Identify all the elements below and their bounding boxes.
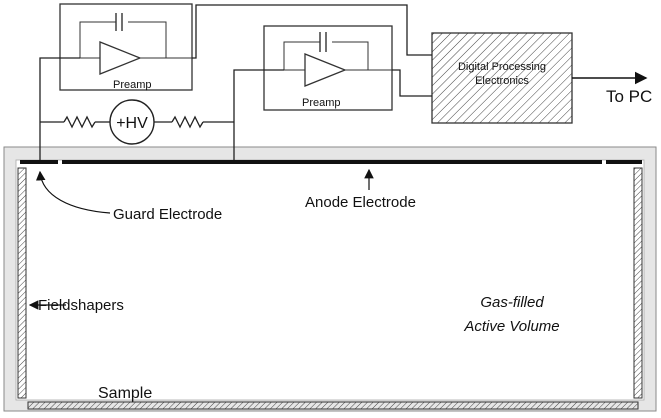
anode-electrode-label: Anode Electrode [305,194,416,211]
preamp-right [263,25,393,111]
anode-electrode-bar [62,160,602,164]
preamp-left-label: Preamp [113,79,152,91]
guard-electrode-label: Guard Electrode [113,206,222,223]
wire-guard-to-preamp [39,57,80,160]
digital-processing-box [431,32,573,124]
guard-electrode-arrow [35,170,111,214]
preamp-left [59,3,193,91]
dpe-label-line2: Electronics [475,75,529,87]
fieldshapers-label: Fieldshapers [38,297,124,314]
hv-source-symbol [109,99,155,145]
resistor-right [171,115,204,129]
sample-plate [27,401,639,410]
to-pc-label: To PC [606,87,652,106]
detector-chamber [3,146,657,412]
active-volume-label-line1: Gas-filled [480,294,544,311]
electrodes [20,160,642,164]
active-volume-label-line2: Active Volume [463,318,559,335]
resistor-left [63,115,96,129]
hv-label: +HV [116,115,148,132]
dpe-label-line1: Digital Processing [458,61,546,73]
guard-electrode-right [606,160,642,164]
wire-right-preamp-to-dpe [392,69,432,97]
preamp-right-label: Preamp [302,97,341,109]
fieldshapers [17,167,643,399]
sample-label: Sample [98,385,152,402]
wire-left-preamp-to-dpe [192,4,432,59]
guard-electrode-left [20,160,58,164]
wire-anode-to-preamp [233,69,284,160]
hv-bias-network [40,99,234,145]
